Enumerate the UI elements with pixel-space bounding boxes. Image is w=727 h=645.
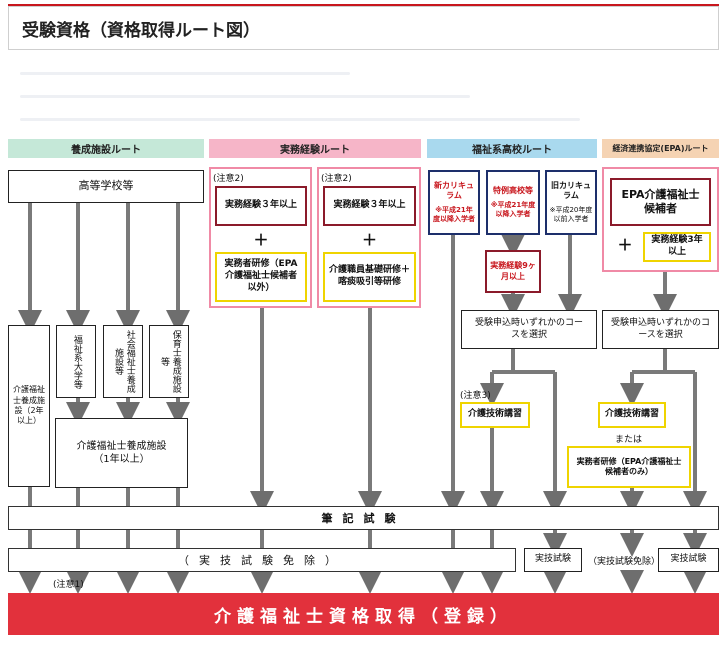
plus-sign: ＋ [617,235,633,254]
epa-work-experience-box: 実務経験3年以上 [643,232,711,262]
care-facility-1yr-box: 介護福祉士養成施設（1年以上） [55,418,188,488]
old-curriculum-sub: ※平成20年度以前入学者 [549,205,593,223]
high-school-box: 高等学校等 [8,170,204,203]
welfare-univ-box: 福祉系大学等 [56,325,96,398]
social-welfare-facility-box: 社会福祉士養成施設等 [103,325,143,398]
work-experience-box-1: 実務経験３年以上 [215,186,307,226]
work-experience-9m-box: 実務経験9ヶ月以上 [485,250,541,293]
nursery-facility-box: 保育士養成施設等 [149,325,189,398]
written-exam-bar: 筆記試験 [8,506,719,530]
new-curriculum-sub: ※平成21年度以降入学者 [433,205,475,223]
practitioner-training-box: 実務者研修（EPA介護福祉士候補者以外） [215,252,307,302]
route-header-epa: 経済連携協定(EPA)ルート [602,139,719,158]
skill-course-box-epa: 介護技術講習 [598,402,666,428]
epa-practitioner-training-box: 実務者研修（EPA介護福祉士候補者のみ） [567,446,691,488]
blurred-line [20,95,470,98]
blurred-line [20,72,350,75]
care-staff-training-box: 介護職員基礎研修＋喀痰吸引等研修 [323,252,416,302]
old-curriculum-label: 旧カリキュラム [551,181,591,201]
special-school-label: 特例高校等 [493,186,533,196]
plus-sign: ＋ [361,230,377,249]
new-curriculum-box: 新カリキュラム ※平成21年度以降入学者 [428,170,480,235]
old-curriculum-box: 旧カリキュラム ※平成20年度以前入学者 [545,170,597,235]
skill-exam-box-2: 実技試験 [658,548,719,572]
course-select-box-epa: 受験申込時いずれかのコースを選択 [602,310,719,349]
new-curriculum-label: 新カリキュラム [434,181,474,201]
top-accent-bar [8,4,719,6]
skill-course-box-school: 介護技術講習 [460,402,530,428]
epa-candidate-box: EPA介護福祉士候補者 [610,178,711,226]
or-label: または [615,435,643,445]
skill-exam-exempt-bar: （実技試験免除） [8,548,516,572]
title-box [8,6,719,50]
note-1-label: (注意1) [53,580,84,590]
note-2-label: (注意2) [213,174,244,184]
skill-exam-box-1: 実技試験 [524,548,582,572]
final-registration-bar: 介護福祉士資格取得（登録） [8,593,719,635]
route-header-training: 養成施設ルート [8,139,204,158]
care-facility-2yr-box: 介護福祉士養成施設（2年以上） [8,325,50,487]
special-school-box: 特例高校等 ※平成21年度以降入学者 [486,170,540,235]
course-select-box-school: 受験申込時いずれかのコースを選択 [461,310,597,349]
note-3-label: (注意3) [460,391,491,401]
page-title: 受験資格（資格取得ルート図） [22,21,260,41]
route-header-work: 実務経験ルート [209,139,421,158]
route-header-school: 福祉系高校ルート [427,139,597,158]
blurred-line [20,118,580,121]
plus-sign: ＋ [253,230,269,249]
work-experience-box-2: 実務経験３年以上 [323,186,416,226]
skill-exempt-label: （実技試験免除） [588,557,661,567]
note-2-label: (注意2) [321,174,352,184]
special-school-sub: ※平成21年度以降入学者 [490,200,536,218]
